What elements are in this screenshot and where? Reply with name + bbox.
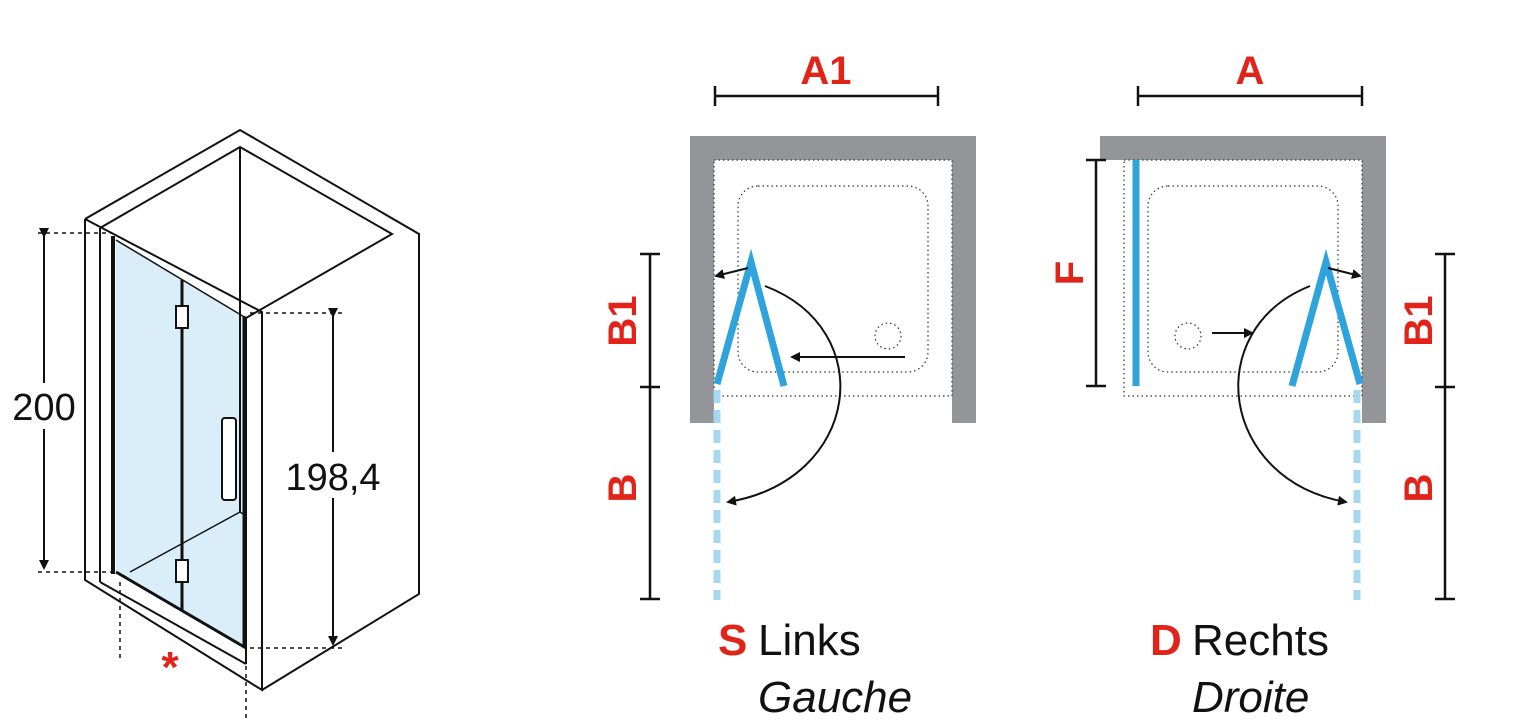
height-total-bg xyxy=(8,383,80,429)
plan-right-swing-arrow xyxy=(1237,285,1348,506)
plan-right-orientation-code: D xyxy=(1150,616,1182,665)
plan-right-orientation-de: Rechts xyxy=(1192,616,1329,665)
plan-left xyxy=(640,86,976,601)
plan-left-tray-outline xyxy=(713,159,953,397)
asterisk-mark: * xyxy=(161,643,179,692)
hinge-bottom xyxy=(175,559,189,583)
glass-panel-fixed xyxy=(116,240,182,610)
left-wall-bottom xyxy=(99,581,247,665)
plan-left-width-dimension xyxy=(713,86,940,106)
plan-right-tray-outline xyxy=(1123,159,1363,397)
inner-top-edges xyxy=(99,145,395,319)
plan-left-orientation-de: Links xyxy=(758,616,861,665)
plan-right-walls xyxy=(1100,136,1386,423)
plan-left-side-label-b: B xyxy=(601,474,645,503)
plan-right-drain xyxy=(1174,322,1202,350)
plan-right-side-label-b1: B1 xyxy=(1397,295,1441,346)
plan-left-swing-arrow xyxy=(726,285,842,506)
plan-right-width-dimension xyxy=(1136,86,1364,106)
plan-left-orientation-fr: Gauche xyxy=(758,673,912,722)
height-door-label: 198,4 xyxy=(285,457,380,499)
plan-left-tray-inner xyxy=(737,185,929,373)
plan-right-door-folded xyxy=(1288,248,1364,387)
top-wall-outline xyxy=(84,128,420,691)
plan-left-side-dimension xyxy=(640,252,660,601)
hinge-top xyxy=(175,305,189,329)
plan-right-side-dimension xyxy=(1435,252,1455,601)
door-bottom-edge xyxy=(115,570,247,650)
plan-right-fixed-label: F xyxy=(1048,261,1092,285)
plan-left-width-label: A1 xyxy=(800,49,851,93)
height-reference-lines xyxy=(38,232,345,722)
plan-left-drain xyxy=(874,322,902,350)
plan-right-width-label: A xyxy=(1236,49,1265,93)
inner-floor-edge xyxy=(129,511,241,573)
door-top-edge xyxy=(115,239,247,319)
plan-right-orientation-fr: Droite xyxy=(1192,673,1309,722)
height-door-bg xyxy=(278,452,388,498)
plan-left-fold-arrow xyxy=(714,267,749,279)
plan-left-side-label-b1: B1 xyxy=(601,295,645,346)
plan-right xyxy=(1086,86,1455,601)
door-handle xyxy=(221,417,237,501)
plan-right-tray-inner xyxy=(1147,185,1339,373)
plan-right-fixed-dimension xyxy=(1086,158,1106,388)
height-total-label: 200 xyxy=(12,387,75,429)
plan-right-side-label-b: B xyxy=(1397,474,1441,503)
enclosure-3d-view xyxy=(38,128,420,722)
plan-right-fold-arrow xyxy=(1327,267,1362,279)
plan-left-door-folded xyxy=(713,248,788,387)
glass-panel-door xyxy=(182,280,246,648)
plan-left-walls xyxy=(690,136,976,423)
plan-left-orientation-code: S xyxy=(718,616,747,665)
